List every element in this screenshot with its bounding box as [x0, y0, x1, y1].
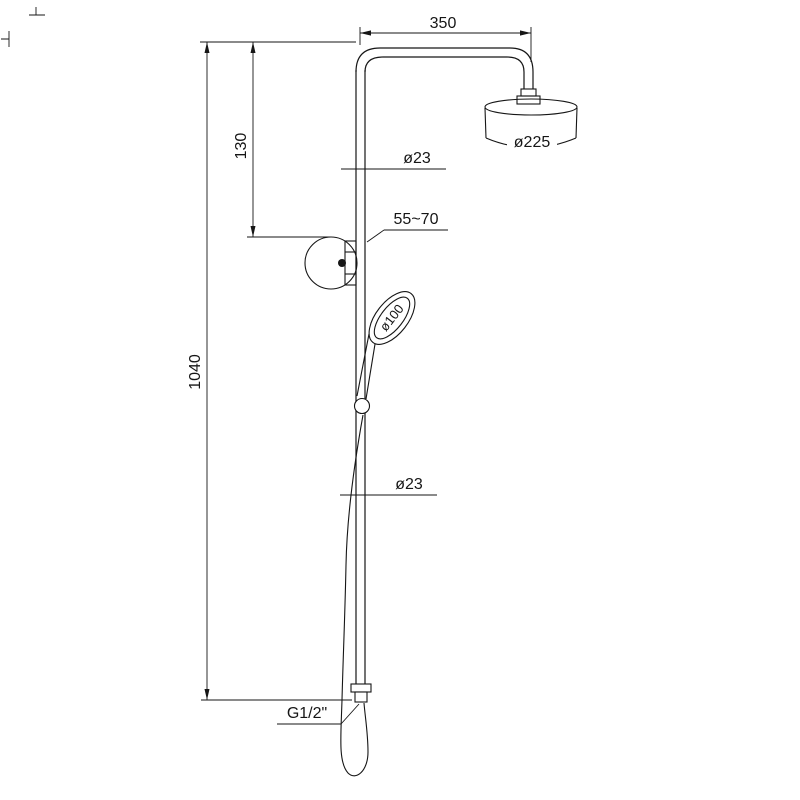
dimension-130: 130 [233, 42, 331, 238]
bracket-flange-circle [304, 236, 358, 290]
registration-marks [1, 7, 45, 47]
hand-shower-handle-right [356, 333, 370, 397]
top-arm-outer-line [355, 47, 534, 89]
fitting-nut [350, 683, 372, 693]
hand-shower: ø100 [353, 291, 416, 415]
head-side-left [484, 107, 487, 139]
head-diameter-label: ø225 [514, 134, 551, 151]
bottom-fitting [350, 683, 372, 703]
dim1040-label: 1040 [187, 354, 204, 390]
shower-hose [340, 414, 369, 777]
hand-shower-outer-ellipse [368, 291, 416, 345]
top-arm-inner-line [364, 56, 525, 89]
bracket-range-label: 55~70 [394, 211, 439, 228]
dim350-label: 350 [430, 15, 457, 32]
bracket-leader [366, 229, 385, 243]
hand-shower-inner-ellipse [373, 296, 411, 340]
shower-head: ø225 [484, 88, 578, 151]
dim1040-arrow-top [204, 42, 210, 53]
pipe-upper-label: ø23 [403, 150, 431, 167]
head-side-right [575, 107, 578, 139]
reg-mark-top [29, 7, 45, 16]
head-connector-collar [516, 95, 541, 105]
bracket-arm [344, 240, 357, 286]
head-label-mask [507, 130, 557, 150]
dim1040-arrow-bottom [204, 689, 210, 700]
callout-pipe-diameter-lower: ø23 [340, 476, 437, 496]
dim130-label: 130 [233, 133, 250, 160]
dim130-arrow-bottom [250, 226, 256, 237]
fitting-outlet [354, 691, 368, 703]
hand-shower-head: ø100 [368, 291, 416, 345]
hand-shower-handle-left [365, 337, 377, 400]
reg-mark-left [1, 31, 10, 47]
dimension-1040: 1040 [187, 42, 352, 701]
head-connector-nut [520, 88, 537, 97]
thread-label: G1/2" [287, 705, 327, 722]
dim130-arrow-top [250, 42, 256, 53]
callout-pipe-diameter-upper: ø23 [341, 150, 446, 170]
riser-pipe [355, 47, 534, 684]
wall-bracket [304, 236, 358, 290]
callout-bracket-range: 55~70 [366, 211, 448, 243]
thread-leader [340, 703, 360, 725]
head-top-ellipse [484, 98, 578, 116]
dim350-arrow-left [360, 30, 371, 36]
dimension-350: 350 [359, 15, 532, 62]
slider-knob [353, 397, 371, 415]
bracket-screw [338, 259, 346, 267]
callout-thread: G1/2" [277, 703, 360, 725]
dim350-arrow-right [520, 30, 531, 36]
pipe-lower-label: ø23 [395, 476, 423, 493]
